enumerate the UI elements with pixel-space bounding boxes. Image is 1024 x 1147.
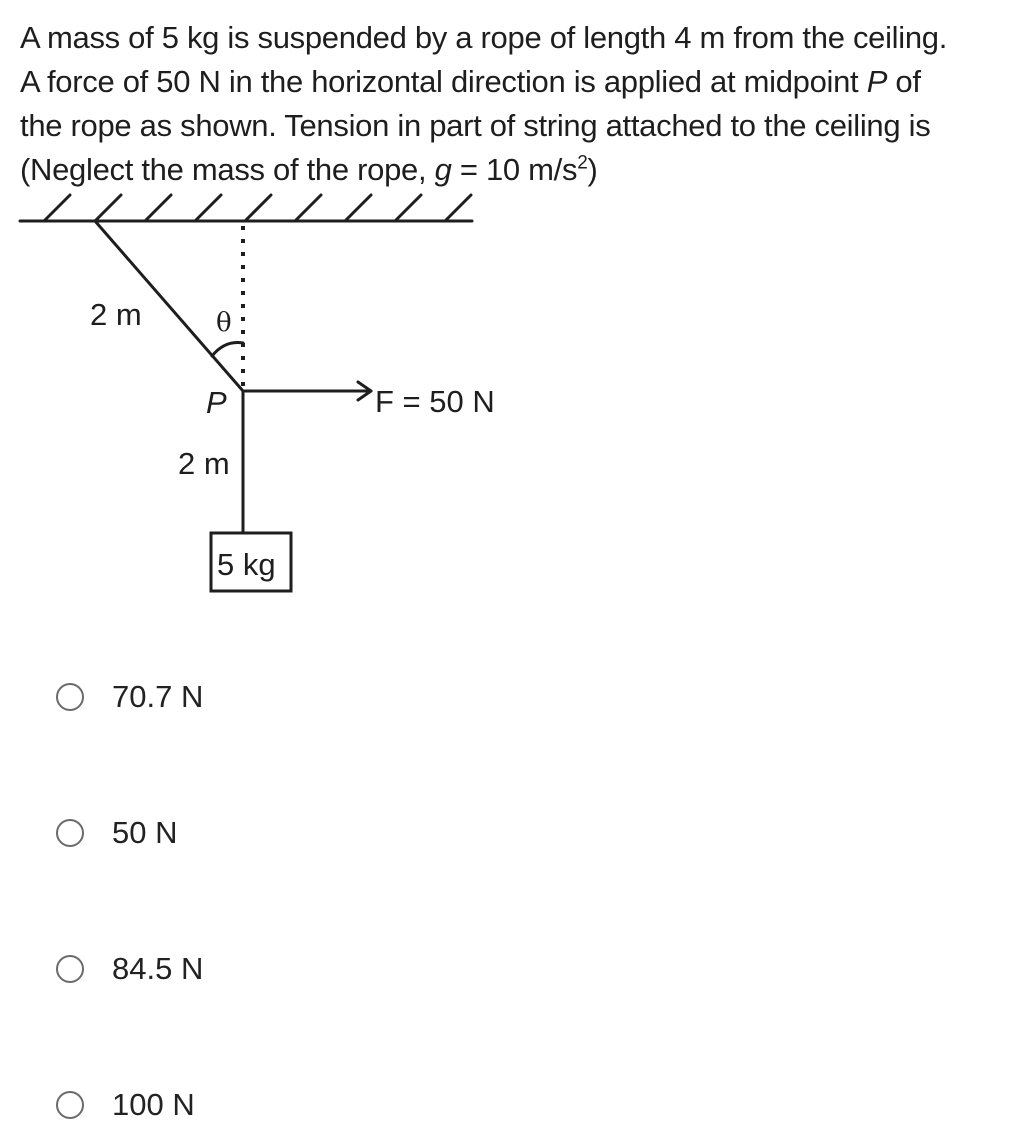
- question-line-3-text: the rope as shown. Tension in part of st…: [20, 108, 931, 143]
- option-1[interactable]: 70.7 N: [56, 679, 203, 715]
- gravity-variable: g: [434, 152, 452, 187]
- radio-button-icon[interactable]: [56, 819, 84, 847]
- arrow-head-icon: [356, 380, 373, 402]
- force-label: F = 50 N: [375, 384, 495, 419]
- question-line-4-text: (Neglect the mass of the rope,: [20, 152, 435, 187]
- option-4[interactable]: 100 N: [56, 1087, 195, 1123]
- point-label: P: [206, 385, 227, 420]
- option-label: 100 N: [112, 1087, 195, 1122]
- angle-arc: [210, 341, 245, 358]
- angle-label: θ: [216, 308, 232, 338]
- question-text: A mass of 5 kg is suspended by a rope of…: [20, 16, 1010, 192]
- option-label: 50 N: [112, 815, 178, 850]
- radio-button-icon[interactable]: [56, 683, 84, 711]
- gravity-value: = 10 m/s: [451, 152, 578, 187]
- question-line-4-end: ): [587, 152, 598, 187]
- exponent: 2: [577, 152, 588, 174]
- option-2[interactable]: 50 N: [56, 815, 177, 851]
- point-variable: P: [866, 64, 888, 99]
- radio-button-icon[interactable]: [56, 1091, 84, 1119]
- question-line-1: A mass of 5 kg is suspended by a rope of…: [20, 16, 1010, 60]
- question-line-2-end: of: [887, 64, 921, 99]
- question-line-2: A force of 50 N in the horizontal direct…: [20, 60, 1010, 104]
- upper-rope: [93, 219, 245, 393]
- upper-length-label: 2 m: [90, 297, 142, 332]
- question-line-1-text: A mass of 5 kg is suspended by a rope of…: [20, 20, 948, 55]
- question-line-2-text: A force of 50 N in the horizontal direct…: [20, 64, 867, 99]
- physics-diagram: 2 m θ P F = 50 N 2 m 5 kg: [18, 193, 495, 593]
- mass-label: 5 kg: [217, 547, 276, 582]
- option-label: 70.7 N: [112, 679, 204, 714]
- lower-length-label: 2 m: [178, 446, 230, 481]
- option-label: 84.5 N: [112, 951, 204, 986]
- option-3[interactable]: 84.5 N: [56, 951, 203, 987]
- ceiling-hatch: [42, 193, 473, 223]
- radio-button-icon[interactable]: [56, 955, 84, 983]
- question-line-3: the rope as shown. Tension in part of st…: [20, 104, 1010, 148]
- question-line-4: (Neglect the mass of the rope, g = 10 m/…: [20, 148, 1010, 192]
- mass-box: [209, 531, 293, 593]
